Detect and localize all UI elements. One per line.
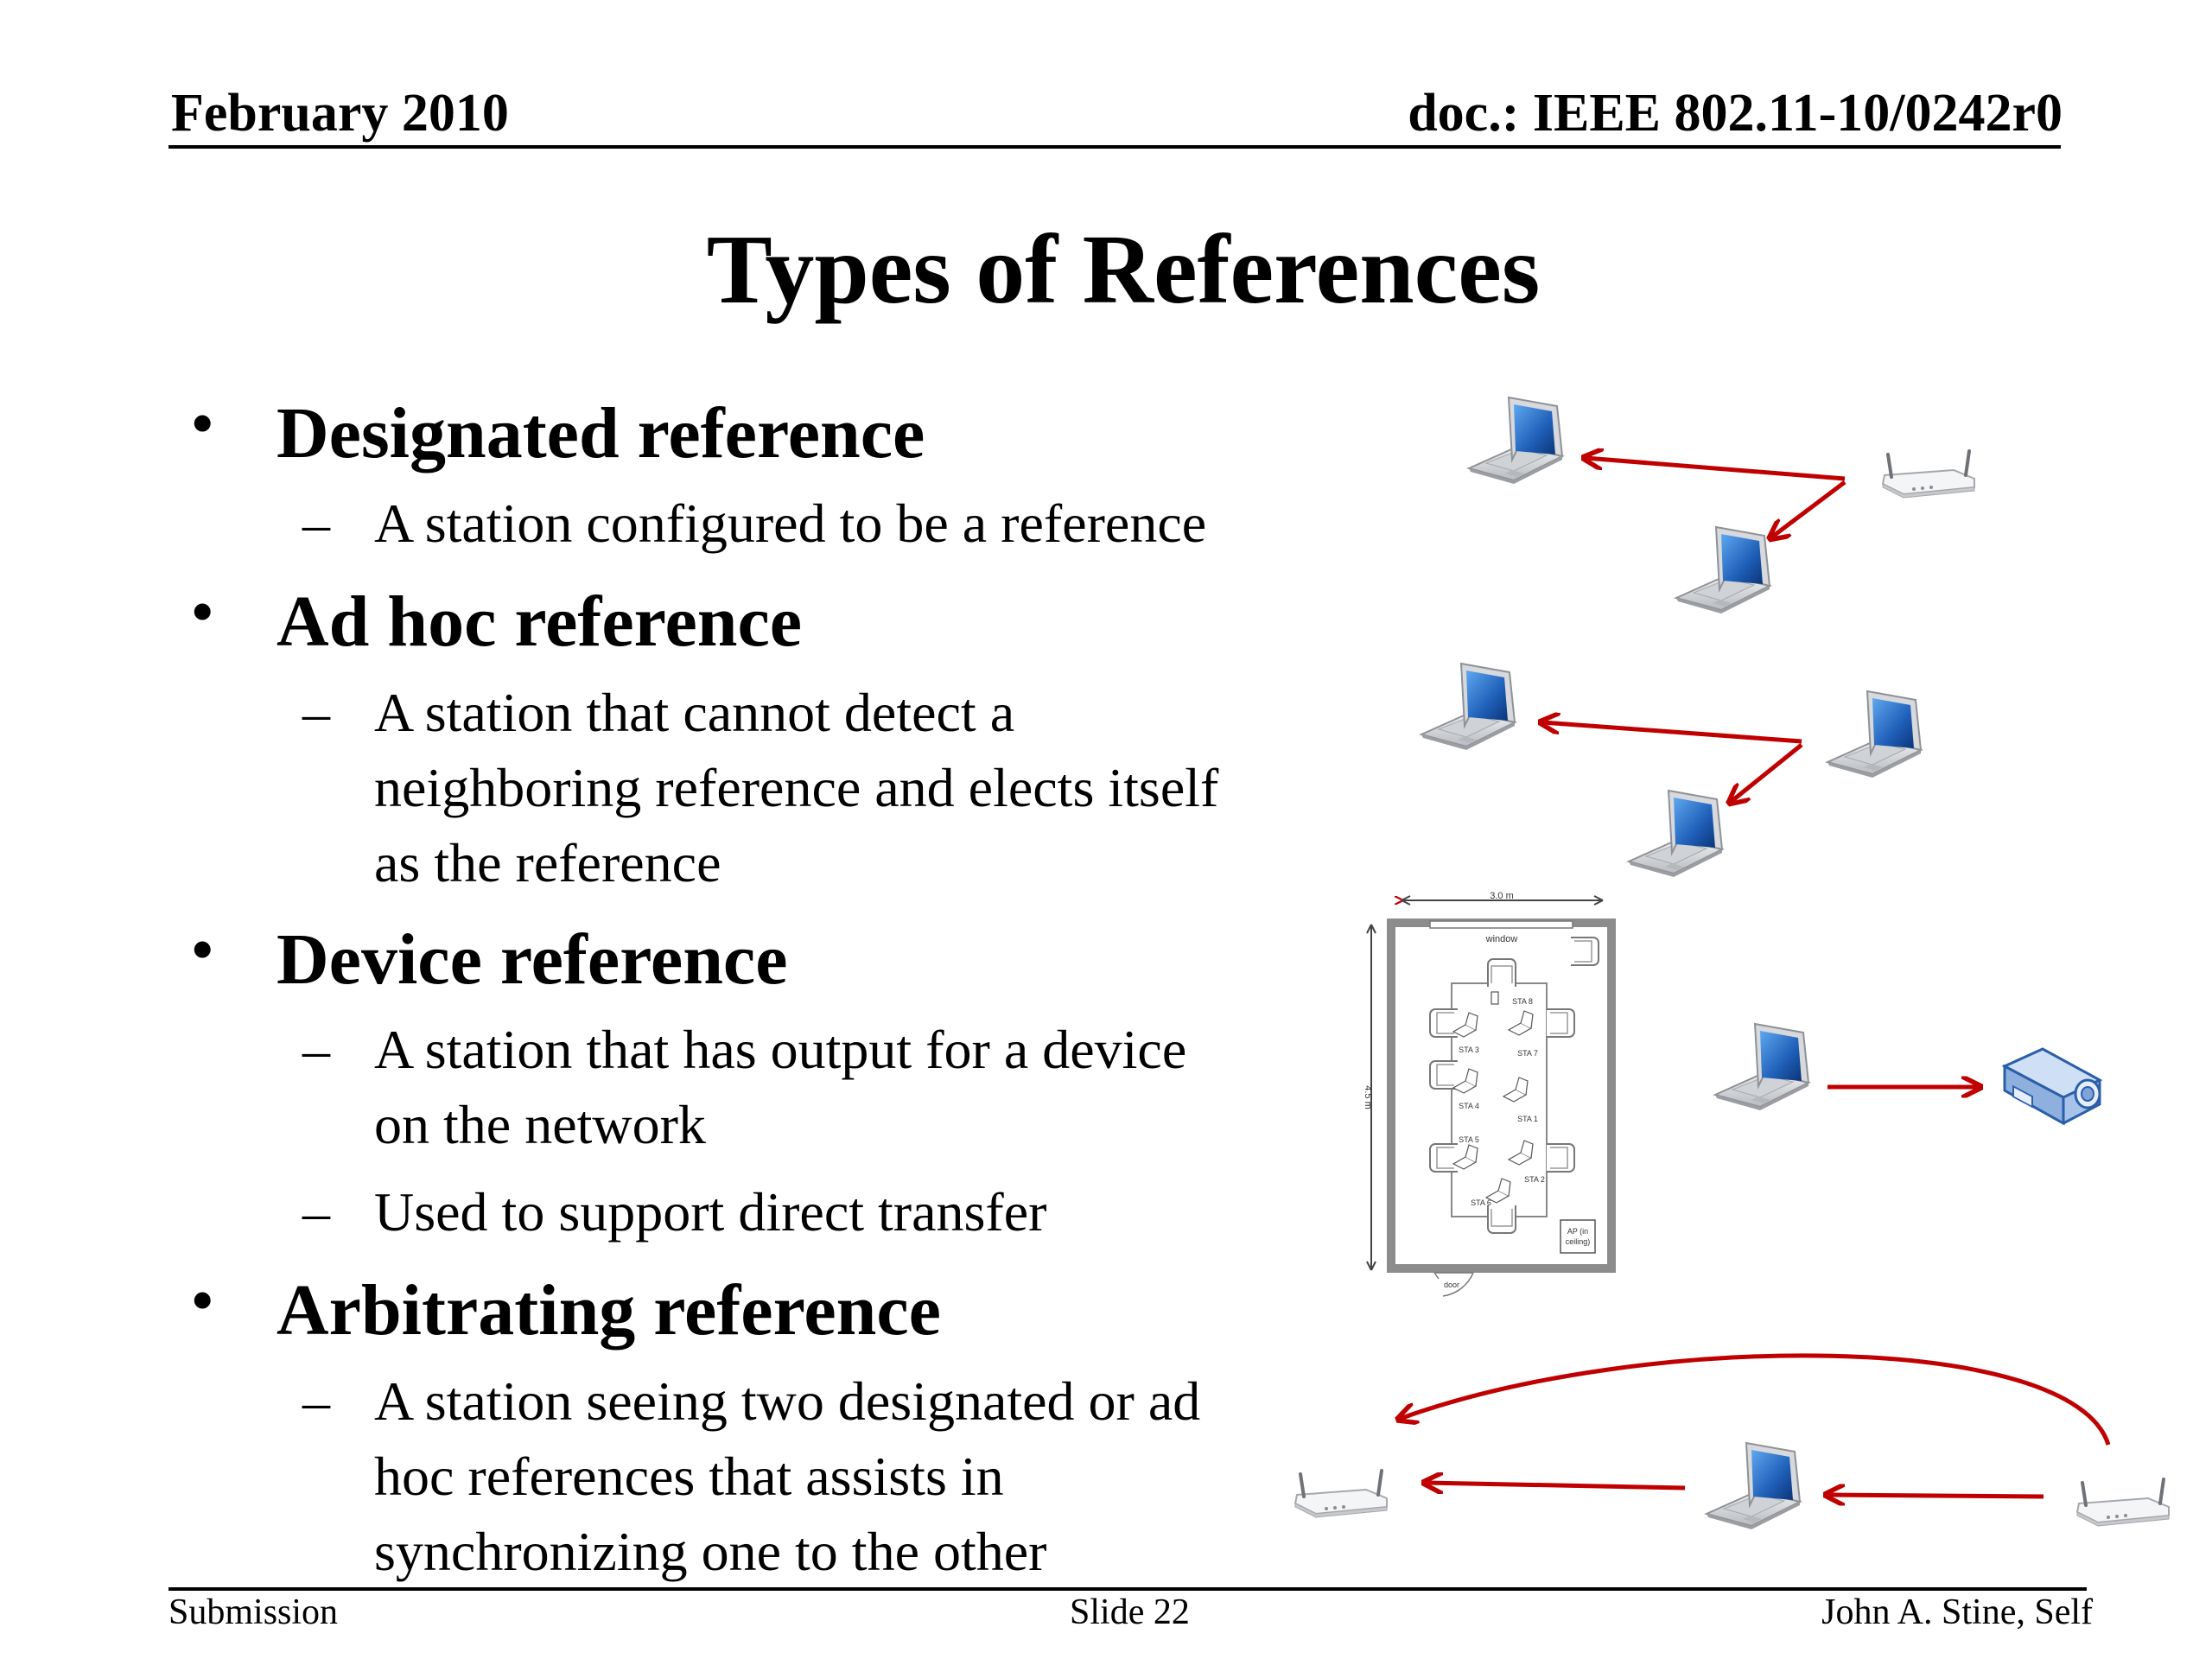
bullet-heading: Ad hoc reference (276, 582, 803, 662)
projector-icon (2001, 1047, 2103, 1126)
floorplan-width-label: 3.0 m (1490, 891, 1514, 901)
sub-dash: – (302, 1019, 330, 1080)
router-icon (1881, 449, 1976, 499)
sta-label: STA 6 (1471, 1198, 1491, 1207)
arrow (1426, 1483, 1686, 1488)
bullet-heading: Device reference (276, 919, 788, 1000)
arrow (1827, 1495, 2044, 1497)
sta-label: STA 8 (1512, 997, 1533, 1006)
sta-label: STA 5 (1459, 1135, 1479, 1144)
sta-label: STA 7 (1517, 1049, 1538, 1058)
footer-rule (168, 1587, 2087, 1591)
slide-title: Types of References (706, 214, 1541, 324)
sub-text-line: Used to support direct transfer (374, 1181, 1047, 1243)
floorplan-window-label: window (1485, 934, 1518, 944)
floorplan: 3.0 m 4.5 m window door STA 8 STA 3 STA … (1363, 891, 1616, 1297)
laptop-icon (1714, 1023, 1809, 1111)
bullet-heading: Arbitrating reference (276, 1270, 941, 1351)
bullet-dot: • (192, 917, 213, 983)
laptop-icon (1675, 526, 1770, 614)
sub-text-line: as the reference (374, 832, 721, 893)
sub-text-line: synchronizing one to the other (374, 1521, 1047, 1582)
footer-submission: Submission (168, 1592, 339, 1632)
arrow (1771, 480, 1847, 537)
laptop-icon (1468, 397, 1563, 485)
sta-label: STA 2 (1524, 1175, 1545, 1184)
laptop-icon (1706, 1442, 1801, 1530)
footer-author: John A. Stine, Self (1821, 1592, 2093, 1632)
sub-text-line: A station that cannot detect a (374, 682, 1015, 743)
header-date: February 2010 (171, 84, 509, 143)
ap-label: AP (in (1567, 1227, 1588, 1236)
sub-dash: – (302, 1370, 330, 1432)
arrow (1542, 722, 1802, 744)
sub-text-line: on the network (374, 1094, 706, 1155)
footer-slide-number: Slide 22 (1070, 1592, 1190, 1632)
laptop-icon (1827, 690, 1922, 779)
sub-dash: – (302, 493, 330, 554)
laptop-icon (1421, 663, 1516, 751)
header-doc-id: doc.: IEEE 802.11-10/0242r0 (1408, 84, 2063, 143)
sub-text-line: neighboring reference and elects itself (374, 757, 1219, 818)
header-rule (168, 145, 2061, 149)
sub-text-line: hoc references that assists in (374, 1446, 1004, 1507)
bullet-dot: • (192, 579, 213, 645)
arrow (1731, 743, 1803, 802)
arrow (1586, 458, 1846, 481)
sta-label: STA 1 (1517, 1115, 1538, 1123)
sta-label: STA 4 (1459, 1102, 1479, 1110)
sub-text-line: A station seeing two designated or ad (374, 1370, 1201, 1432)
sub-dash: – (302, 682, 330, 743)
laptop-icon (1628, 790, 1723, 878)
arrow (1400, 1353, 2111, 1446)
sub-text-line: A station that has output for a device (374, 1019, 1187, 1080)
sub-dash: – (302, 1181, 330, 1243)
router-icon (1294, 1469, 1389, 1519)
bullet-heading: Designated reference (276, 393, 925, 474)
sub-text-line: A station configured to be a reference (374, 493, 1207, 554)
ap-label: ceiling) (1566, 1237, 1591, 1246)
floorplan-door-label: door (1444, 1281, 1459, 1289)
floorplan-height-label: 4.5 m (1363, 1085, 1373, 1109)
sta-label: STA 3 (1459, 1046, 1479, 1054)
bullet-dot: • (192, 1268, 213, 1334)
router-icon (2075, 1478, 2171, 1528)
bullet-dot: • (192, 391, 213, 457)
